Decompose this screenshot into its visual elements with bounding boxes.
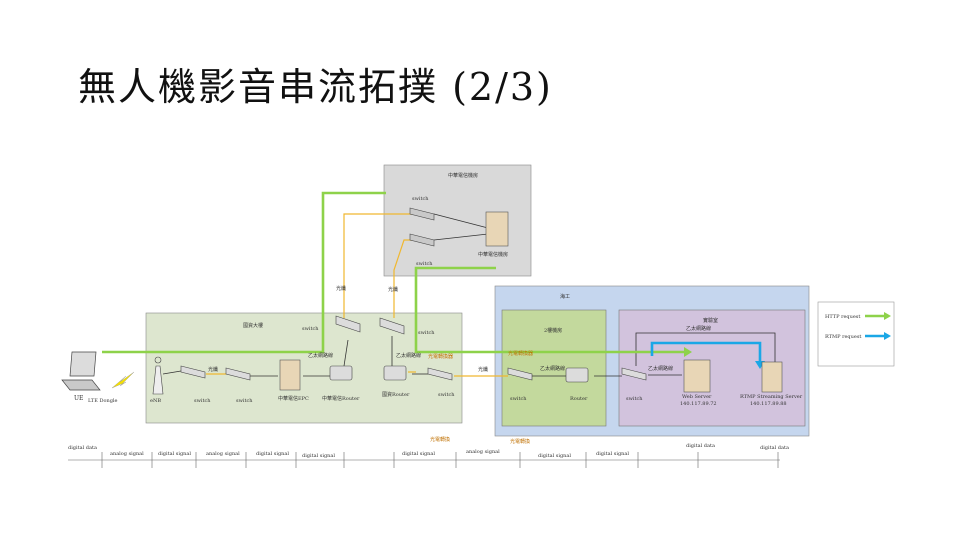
legend-http-label: HTTP request <box>825 314 860 320</box>
label-ethernet-3: 乙太網路線 <box>540 365 565 372</box>
label-switch-1: switch <box>194 398 211 404</box>
signal-label-1: analog signal <box>110 451 144 457</box>
http-request-path <box>102 191 692 357</box>
label-cht-server: 中華電信機房 <box>478 251 508 258</box>
label-campus-switch: switch <box>510 396 527 402</box>
label-nchc-router: 國資Router <box>382 391 410 398</box>
antenna-icon <box>152 356 164 395</box>
legend-box <box>817 301 895 367</box>
label-cht-switch-bottom: switch <box>416 261 433 267</box>
signal-label-digital-data-2: digital data <box>686 443 715 449</box>
region-engineering-room <box>501 309 607 427</box>
label-rtmp-server: RTMP Streaming Server <box>740 394 803 400</box>
label-rtmp-server-ip: 140.117.89.88 <box>750 401 787 407</box>
label-switch-edge: switch <box>438 392 455 398</box>
signal-converter-0: 光電轉換 <box>430 436 450 443</box>
router-icon <box>329 365 589 383</box>
label-fiber-3: 光纖 <box>208 366 218 373</box>
ethernet-links <box>162 213 776 377</box>
signal-label-7: analog signal <box>466 449 500 455</box>
label-ethernet-lab: 乙太網路線 <box>686 325 711 332</box>
label-fiber-4: 光纖 <box>478 366 488 373</box>
label-engineering-room: 2樓機房 <box>544 327 562 334</box>
signal-label-2: digital signal <box>158 451 191 457</box>
legend-rtmp-arrowhead <box>884 332 891 340</box>
fiber-links <box>206 213 508 377</box>
label-ethernet-2: 乙太網路線 <box>396 352 421 359</box>
label-epc: 中華電信EPC <box>278 395 309 402</box>
label-cht-router: 中華電信Router <box>322 395 360 402</box>
legend-rtmp-label: RTMP request <box>825 334 861 340</box>
legend-http-arrowhead <box>884 312 891 320</box>
signal-label-9: digital signal <box>596 451 629 457</box>
label-fiber-converter-2: 光電轉換器 <box>508 350 533 357</box>
label-ue: UE <box>74 395 83 402</box>
label-ethernet-4: 乙太網路線 <box>648 365 673 372</box>
label-ethernet-1: 乙太網路線 <box>308 352 333 359</box>
label-web-server: Web Server <box>682 394 712 400</box>
label-lab: 實驗室 <box>703 317 718 324</box>
signal-label-6: digital signal <box>402 451 435 457</box>
signal-label-4: digital signal <box>256 451 289 457</box>
label-building-switch-top: switch <box>302 326 319 332</box>
switch-icon <box>180 207 647 381</box>
label-lte-dongle: LTE Dongle <box>88 398 118 404</box>
label-web-server-ip: 140.117.89.72 <box>680 401 717 407</box>
signal-label-10: digital data <box>760 445 789 451</box>
label-building-switch-right: switch <box>418 330 435 336</box>
wireless-bolt-icon <box>111 371 135 389</box>
label-cht-datacenter: 中華電信機房 <box>448 172 478 179</box>
label-fiber-1: 光纖 <box>336 285 346 292</box>
label-building: 國資大樓 <box>243 322 263 329</box>
label-enb: eNB <box>150 398 161 404</box>
laptop-icon <box>61 351 101 391</box>
label-campus: 海工 <box>560 293 570 300</box>
label-fiber-converter-1: 光電轉換器 <box>428 353 453 360</box>
label-fiber-2: 光纖 <box>388 286 398 293</box>
signal-converter-1: 光電轉換 <box>510 438 530 445</box>
server-icon <box>279 211 783 393</box>
label-campus-router: Router <box>570 396 588 402</box>
label-switch-2: switch <box>236 398 253 404</box>
label-lab-switch: switch <box>626 396 643 402</box>
signal-label-5: digital signal <box>302 453 335 459</box>
signal-bar: digital data analog signal digital signa… <box>68 436 789 468</box>
signal-label-0: digital data <box>68 445 97 451</box>
label-cht-switch-top: switch <box>412 196 429 202</box>
signal-label-3: analog signal <box>206 451 240 457</box>
signal-label-8: digital signal <box>538 453 571 459</box>
region-building <box>145 312 463 424</box>
slide-title: 無人機影音串流拓撲 (2/3) <box>78 65 553 109</box>
